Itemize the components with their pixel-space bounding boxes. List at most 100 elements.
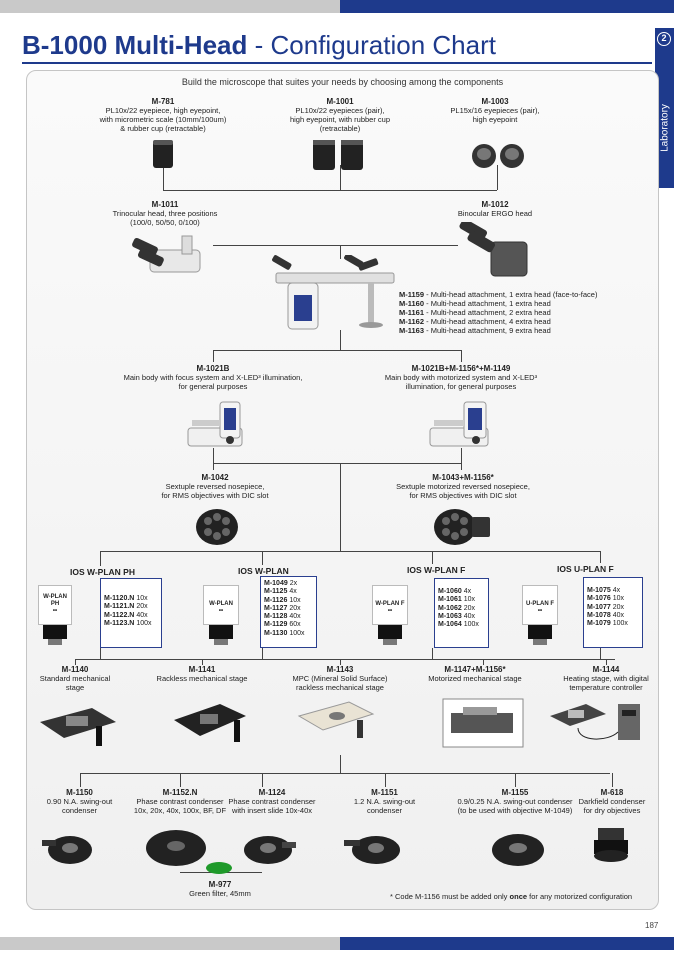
- nosepiece-m1043: M-1043+M-1156* Sextuple motorized revers…: [383, 473, 543, 500]
- condenser-desc: 0.9/0.25 N.A. swing-out condenser: [457, 797, 573, 806]
- objective-image: U-PLAN F••: [522, 585, 558, 647]
- stage-desc: temperature controller: [569, 683, 643, 692]
- eyepiece-m1001: M-1001 PL10x/22 eyepieces (pair), high e…: [270, 97, 410, 133]
- head-m1012: M-1012 Binocular ERGO head: [440, 200, 550, 218]
- condenser-code: M-1152.N: [162, 788, 198, 797]
- condenser-desc: condenser: [366, 806, 403, 815]
- head-desc: Binocular ERGO head: [457, 209, 533, 218]
- eyepiece-desc: PL15x/16 eyepieces (pair),: [450, 106, 540, 115]
- eyepiece-desc: with micrometric scale (10mm/100um): [99, 115, 227, 124]
- motorized-nosepiece-image: [434, 509, 490, 545]
- condenser-desc: 1.2 N.A. swing-out: [353, 797, 416, 806]
- nosepiece-m1042: M-1042 Sextuple reversed nosepiece, for …: [140, 473, 290, 500]
- nosepiece-code: M-1042: [201, 473, 229, 482]
- nosepiece-code: M-1043+M-1156*: [432, 473, 494, 482]
- eyepiece-code: M-781: [151, 97, 175, 106]
- condenser-m1151: M-1151 1.2 N.A. swing-out condenser: [337, 788, 432, 815]
- condenser-code: M-1150: [66, 788, 93, 797]
- group-uplan-f: IOS U-PLAN F: [557, 564, 614, 574]
- body-m1021b: M-1021B Main body with focus system and …: [113, 364, 313, 391]
- motorized-stage-image: [442, 698, 524, 748]
- stage-image: [40, 708, 116, 746]
- stage-m1141: M-1141 Rackless mechanical stage: [152, 665, 252, 683]
- filter-code: M-977: [208, 880, 232, 889]
- nosepiece-desc: Sextuple motorized reversed nosepiece,: [396, 482, 530, 491]
- main-body-image: [187, 401, 243, 447]
- stage-code: M-1143: [326, 665, 354, 674]
- objective-image: W-PLAN PH••: [38, 585, 72, 647]
- multihead-item: M-1162 - Multi-head attachment, 4 extra …: [399, 317, 551, 326]
- head-code: M-1011: [151, 200, 179, 209]
- condenser-desc: 10x, 20x, 40x, 100x, BF, DF: [133, 806, 227, 815]
- body-desc: for general purposes: [178, 382, 248, 391]
- eyepiece-desc: high eyepoint: [472, 115, 518, 124]
- eyepiece-pair-image: [313, 140, 363, 170]
- condenser-code: M-1155: [501, 788, 529, 797]
- binocular-ergo-head-image: [459, 222, 528, 277]
- footnote-emphasis: once: [509, 892, 528, 901]
- eyepiece-m781: M-781 PL10x/22 eyepiece, high eyepoint, …: [93, 97, 233, 133]
- top-bar-grey: [0, 0, 340, 13]
- eyepiece-desc: PL10x/22 eyepieces (pair),: [295, 106, 385, 115]
- condenser-m1124: M-1124 Phase contrast condenser with ins…: [222, 788, 322, 815]
- stage-code: M-1147+M-1156*: [444, 665, 506, 674]
- multihead-item: M-1161 - Multi-head attachment, 2 extra …: [399, 308, 551, 317]
- stage-code: M-1144: [592, 665, 620, 674]
- condenser-code: M-1124: [258, 788, 286, 797]
- group-wplan: IOS W-PLAN: [238, 566, 289, 576]
- group-wplan-f: IOS W-PLAN F: [407, 565, 466, 575]
- condenser-desc: Phase contrast condenser: [228, 797, 316, 806]
- eyepiece-desc: & rubber cup (retractable): [120, 124, 206, 133]
- stage-desc: Standard mechanical: [39, 674, 111, 683]
- eyepiece-code: M-1003: [481, 97, 509, 106]
- stage-desc: Heating stage, with digital: [563, 674, 649, 683]
- group-wplan-ph: IOS W-PLAN PH: [70, 567, 135, 577]
- stage-m1140: M-1140 Standard mechanical stage: [30, 665, 120, 692]
- condenser-m1150: M-1150 0.90 N.A. swing-out condenser: [32, 788, 127, 815]
- eyepiece-desc: high eyepoint, with rubber cup: [289, 115, 391, 124]
- filter-desc: Green filter, 45mm: [189, 889, 251, 898]
- eyepiece-desc: PL10x/22 eyepiece, high eyepoint,: [105, 106, 221, 115]
- head-m1011: M-1011 Trinocular head, three positions …: [90, 200, 240, 227]
- multihead-item: M-1160 - Multi-head attachment, 1 extra …: [399, 299, 551, 308]
- stage-m1143: M-1143 MPC (Mineral Solid Surface) rackl…: [280, 665, 400, 692]
- heating-stage-image: [550, 704, 640, 740]
- title-rest: - Configuration Chart: [247, 30, 496, 60]
- eyepiece-pair-image: [472, 144, 524, 168]
- body-desc: Main body with focus system and X-LED³ i…: [123, 373, 303, 382]
- footnote-text: for any motorized configuration: [527, 892, 633, 901]
- stage-desc: Motorized mechanical stage: [428, 674, 522, 683]
- stage-desc: Rackless mechanical stage: [156, 674, 248, 683]
- stage-desc: stage: [65, 683, 85, 692]
- stage-code: M-1141: [188, 665, 216, 674]
- condenser-image: [492, 834, 544, 866]
- multihead-list: M-1159 - Multi-head attachment, 1 extra …: [399, 290, 597, 335]
- objective-label: W-PLAN F: [375, 601, 405, 607]
- nosepiece-desc: Sextuple reversed nosepiece,: [165, 482, 265, 491]
- objective-label: W-PLAN: [209, 601, 233, 607]
- green-filter-image: [206, 862, 232, 874]
- objective-label: W-PLAN PH: [43, 594, 67, 607]
- intro-text: Build the microscope that suites your ne…: [181, 77, 504, 87]
- bottom-bar-blue: [340, 937, 674, 950]
- body-code: M-1021B: [196, 364, 230, 373]
- multihead-microscope-image: [272, 255, 395, 330]
- stage-m1147: M-1147+M-1156* Motorized mechanical stag…: [420, 665, 530, 683]
- objective-image: W-PLAN F••: [372, 585, 408, 647]
- condenser-desc: 0.90 N.A. swing-out: [46, 797, 113, 806]
